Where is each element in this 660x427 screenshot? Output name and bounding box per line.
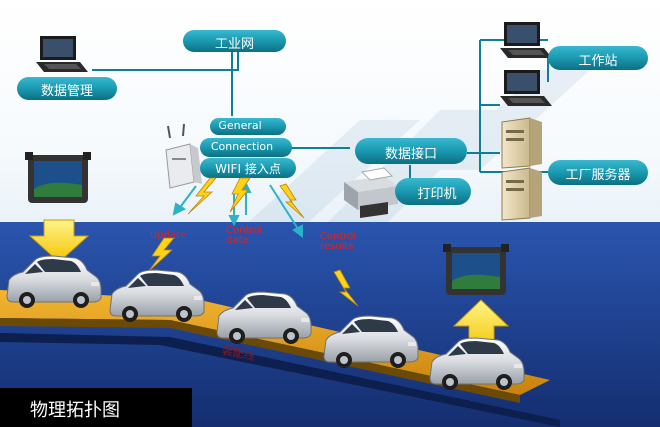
wireless-lightning <box>147 177 359 307</box>
factory-server-label: 工厂服务器 <box>565 168 631 183</box>
data-interface-label: 数据接口 <box>384 147 437 162</box>
data-management-label: 数据管理 <box>40 84 93 99</box>
update-label: Update <box>150 230 187 241</box>
control-data-line2: data <box>226 235 249 246</box>
control-data-label: Control data <box>226 226 262 246</box>
control-results-line2: results <box>320 241 354 252</box>
industrial-network-label: 工业网 <box>214 37 254 52</box>
rugged-tablet-left <box>25 152 91 203</box>
server-2 <box>501 167 542 221</box>
server-1 <box>501 117 542 169</box>
workstation-label: 工作站 <box>578 54 618 69</box>
rugged-tablet-right <box>443 244 509 295</box>
diagram-caption: 物理拓扑图 <box>30 400 120 421</box>
tablet-download-arrow <box>28 219 90 263</box>
data-management-laptop <box>36 36 88 72</box>
control-data-line1: Control <box>226 225 263 236</box>
assembly-line-rail <box>0 333 560 427</box>
printer-label: 打印机 <box>417 187 457 202</box>
control-results-label: Control results <box>320 232 356 252</box>
printer-device <box>344 167 398 218</box>
ap-general-label: General <box>218 119 262 132</box>
caption-box <box>0 388 192 427</box>
wifi-access-point-label: WIFI 接入点 <box>215 162 281 176</box>
pill-shapes <box>17 30 648 205</box>
wifi-access-point-device <box>165 123 202 189</box>
assembly-line-edge <box>0 318 520 403</box>
control-results-line1: Control <box>320 231 357 242</box>
ap-connection-label: Connection <box>210 140 274 153</box>
